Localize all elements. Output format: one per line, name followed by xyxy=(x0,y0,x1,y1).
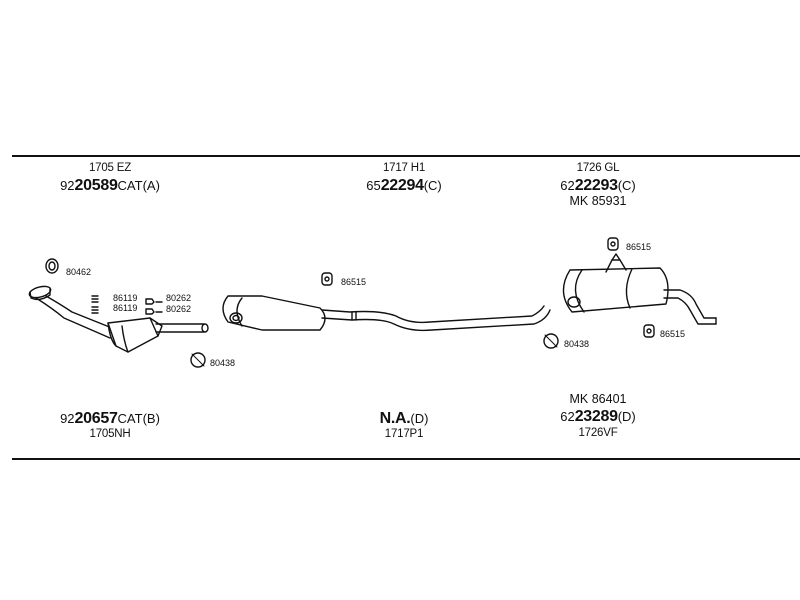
middle-silencer-pipe[interactable] xyxy=(222,295,551,332)
callout-hanger-rear-bottom: 86515 xyxy=(660,329,686,339)
middle-top-code: 1717 H1 xyxy=(382,162,426,174)
part-prefix: 62 xyxy=(560,409,575,424)
callout-clamp-rear: 80438 xyxy=(564,339,590,349)
rear-bottom-code: 1726VF xyxy=(578,427,618,439)
top-divider-line xyxy=(12,155,800,157)
part-main: 22293 xyxy=(574,177,618,194)
gasket-front-icon[interactable] xyxy=(45,258,59,274)
middle-top-part-number[interactable]: 6522294(C) xyxy=(366,178,442,194)
callout-nut-2: 80262 xyxy=(166,304,192,314)
part-prefix: 92 xyxy=(60,411,75,426)
catalytic-converter-front-pipe[interactable] xyxy=(28,284,209,353)
clamp-front-icon[interactable] xyxy=(190,352,206,368)
rear-silencer-tailpipe[interactable] xyxy=(562,253,717,325)
part-main: N.A. xyxy=(379,410,411,427)
front-bottom-part-number[interactable]: 9220657CAT(B) xyxy=(60,411,160,427)
front-top-code: 1705 EZ xyxy=(88,162,132,174)
part-suffix: (D) xyxy=(410,411,429,426)
middle-bottom-part-number[interactable]: N.A.(D) xyxy=(380,411,429,427)
front-bottom-code: 1705NH xyxy=(89,428,131,440)
part-main: 20657 xyxy=(74,410,118,427)
part-suffix: (D) xyxy=(617,409,636,424)
part-main: 20589 xyxy=(74,177,118,194)
rear-bottom-kit[interactable]: MK 86401 xyxy=(569,392,627,406)
callout-clamp-front: 80438 xyxy=(210,358,236,368)
part-suffix: (C) xyxy=(617,178,636,193)
part-prefix: 62 xyxy=(560,178,575,193)
bolt-icon[interactable] xyxy=(91,295,99,314)
hanger-mid-icon[interactable] xyxy=(321,272,333,286)
callout-nut-1: 80262 xyxy=(166,293,192,303)
callout-hanger-mid: 86515 xyxy=(341,277,367,287)
part-main: 22294 xyxy=(380,177,424,194)
nut-icon[interactable] xyxy=(145,298,163,315)
clamp-rear-icon[interactable] xyxy=(543,333,559,349)
front-top-part-number[interactable]: 9220589CAT(A) xyxy=(60,178,160,194)
rear-top-part-number[interactable]: 6222293(C) xyxy=(560,178,636,194)
part-suffix: (C) xyxy=(423,178,442,193)
part-suffix: CAT(A) xyxy=(117,178,160,193)
part-prefix: 92 xyxy=(60,178,75,193)
hanger-rear-top-icon[interactable] xyxy=(607,237,619,251)
bottom-divider-line xyxy=(12,458,800,460)
part-suffix: CAT(B) xyxy=(117,411,160,426)
callout-gasket-front: 80462 xyxy=(66,267,92,277)
rear-top-kit[interactable]: MK 85931 xyxy=(569,194,627,208)
hanger-rear-bottom-icon[interactable] xyxy=(643,324,655,338)
rear-bottom-part-number[interactable]: 6223289(D) xyxy=(560,409,636,425)
rear-top-code: 1726 GL xyxy=(576,162,620,174)
callout-bolt-2: 86119 xyxy=(113,303,138,313)
callout-hanger-rear-top: 86515 xyxy=(626,242,652,252)
middle-bottom-code: 1717P1 xyxy=(384,428,424,440)
callout-bolt-1: 86119 xyxy=(113,293,138,303)
part-prefix: 65 xyxy=(366,178,381,193)
part-main: 23289 xyxy=(574,408,618,425)
